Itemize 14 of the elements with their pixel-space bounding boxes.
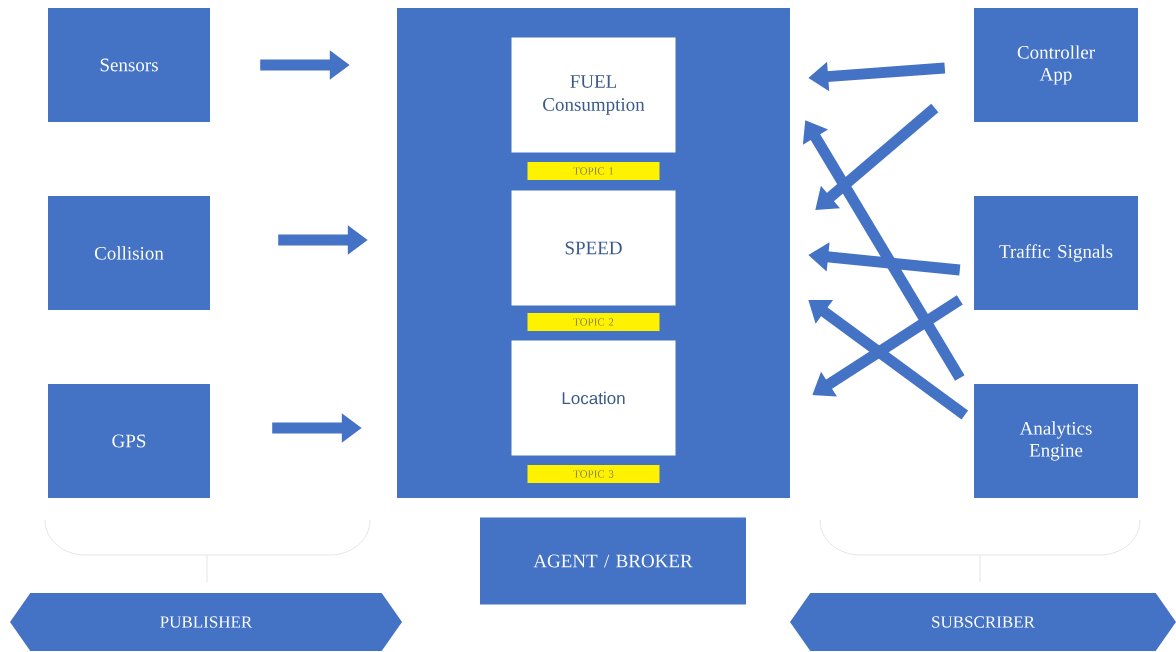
topic-card: SPEED xyxy=(511,190,676,306)
topic-label: TOPIC 2 xyxy=(527,313,660,331)
subscriber-box: Controller App xyxy=(974,8,1138,122)
topic-label: TOPIC 1 xyxy=(527,162,660,180)
publisher-box: Sensors xyxy=(48,8,210,122)
subscriber-box: Traffic Signals xyxy=(974,196,1138,310)
role-banner: SUBSCRIBER xyxy=(790,593,1176,651)
role-banner: PUBLISHER xyxy=(10,593,402,651)
topic-card: FUEL Consumption xyxy=(511,37,676,153)
subscriber-box: Analytics Engine xyxy=(974,384,1138,498)
publisher-box: Collision xyxy=(48,196,210,310)
topic-card: Location xyxy=(511,340,676,456)
publisher-box: GPS xyxy=(48,384,210,498)
broker-box: AGENT / BROKER xyxy=(480,517,746,605)
